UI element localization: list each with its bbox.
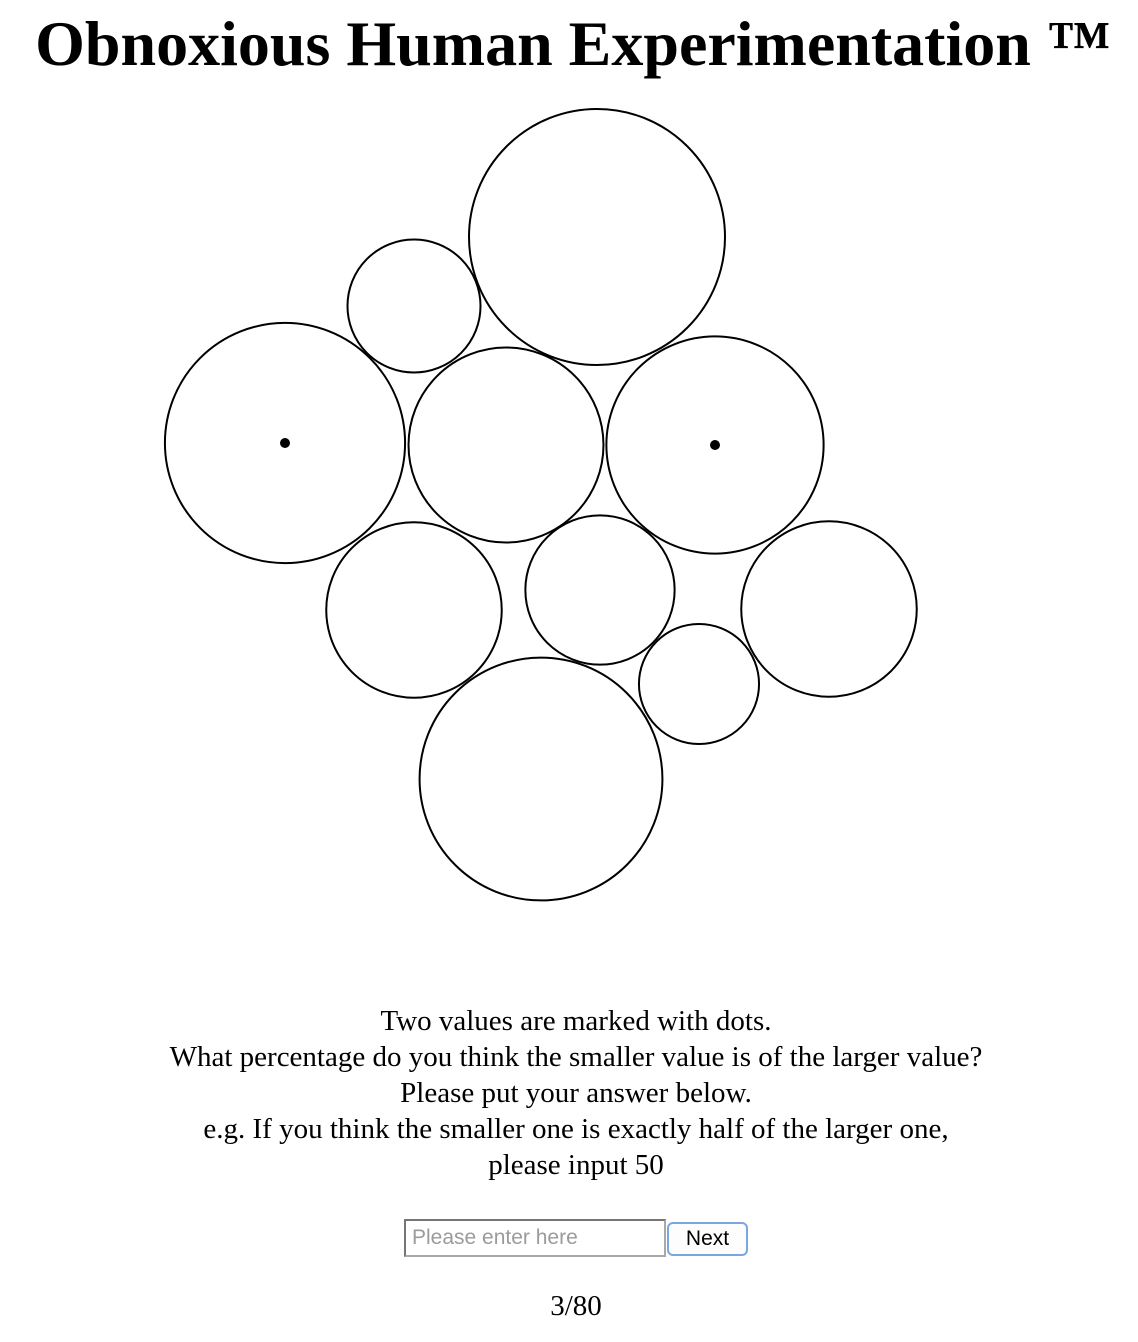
instructions: Two values are marked with dots. What pe… bbox=[0, 1003, 1138, 1183]
instruction-line-5: please input 50 bbox=[488, 1149, 664, 1181]
answer-form: Next bbox=[0, 1219, 1138, 1259]
bubble-g bbox=[524, 514, 676, 666]
bubble-c bbox=[163, 321, 407, 565]
instruction-line-3: Please put your answer below. bbox=[400, 1077, 752, 1109]
instruction-line-2: What percentage do you think the smaller… bbox=[169, 1041, 983, 1073]
next-button[interactable]: Next bbox=[667, 1222, 748, 1256]
bubble-j bbox=[418, 656, 664, 902]
bubble-h bbox=[740, 520, 918, 698]
marker-dot-e bbox=[710, 440, 720, 450]
bubble-e bbox=[605, 335, 825, 555]
instruction-line-4: e.g. If you think the smaller one is exa… bbox=[203, 1113, 949, 1145]
page-title: Obnoxious Human Experimentation ™ bbox=[35, 8, 1111, 79]
bubble-a bbox=[468, 108, 726, 366]
bubble-chart bbox=[163, 108, 918, 902]
answer-input[interactable] bbox=[404, 1219, 666, 1257]
bubble-f bbox=[325, 521, 503, 699]
bubble-d bbox=[407, 346, 605, 544]
bubble-b bbox=[346, 238, 482, 374]
instruction-line-1: Two values are marked with dots. bbox=[380, 1005, 772, 1037]
marker-dot-c bbox=[280, 438, 290, 448]
bubble-i bbox=[637, 622, 761, 746]
progress-counter: 3/80 bbox=[550, 1290, 602, 1322]
